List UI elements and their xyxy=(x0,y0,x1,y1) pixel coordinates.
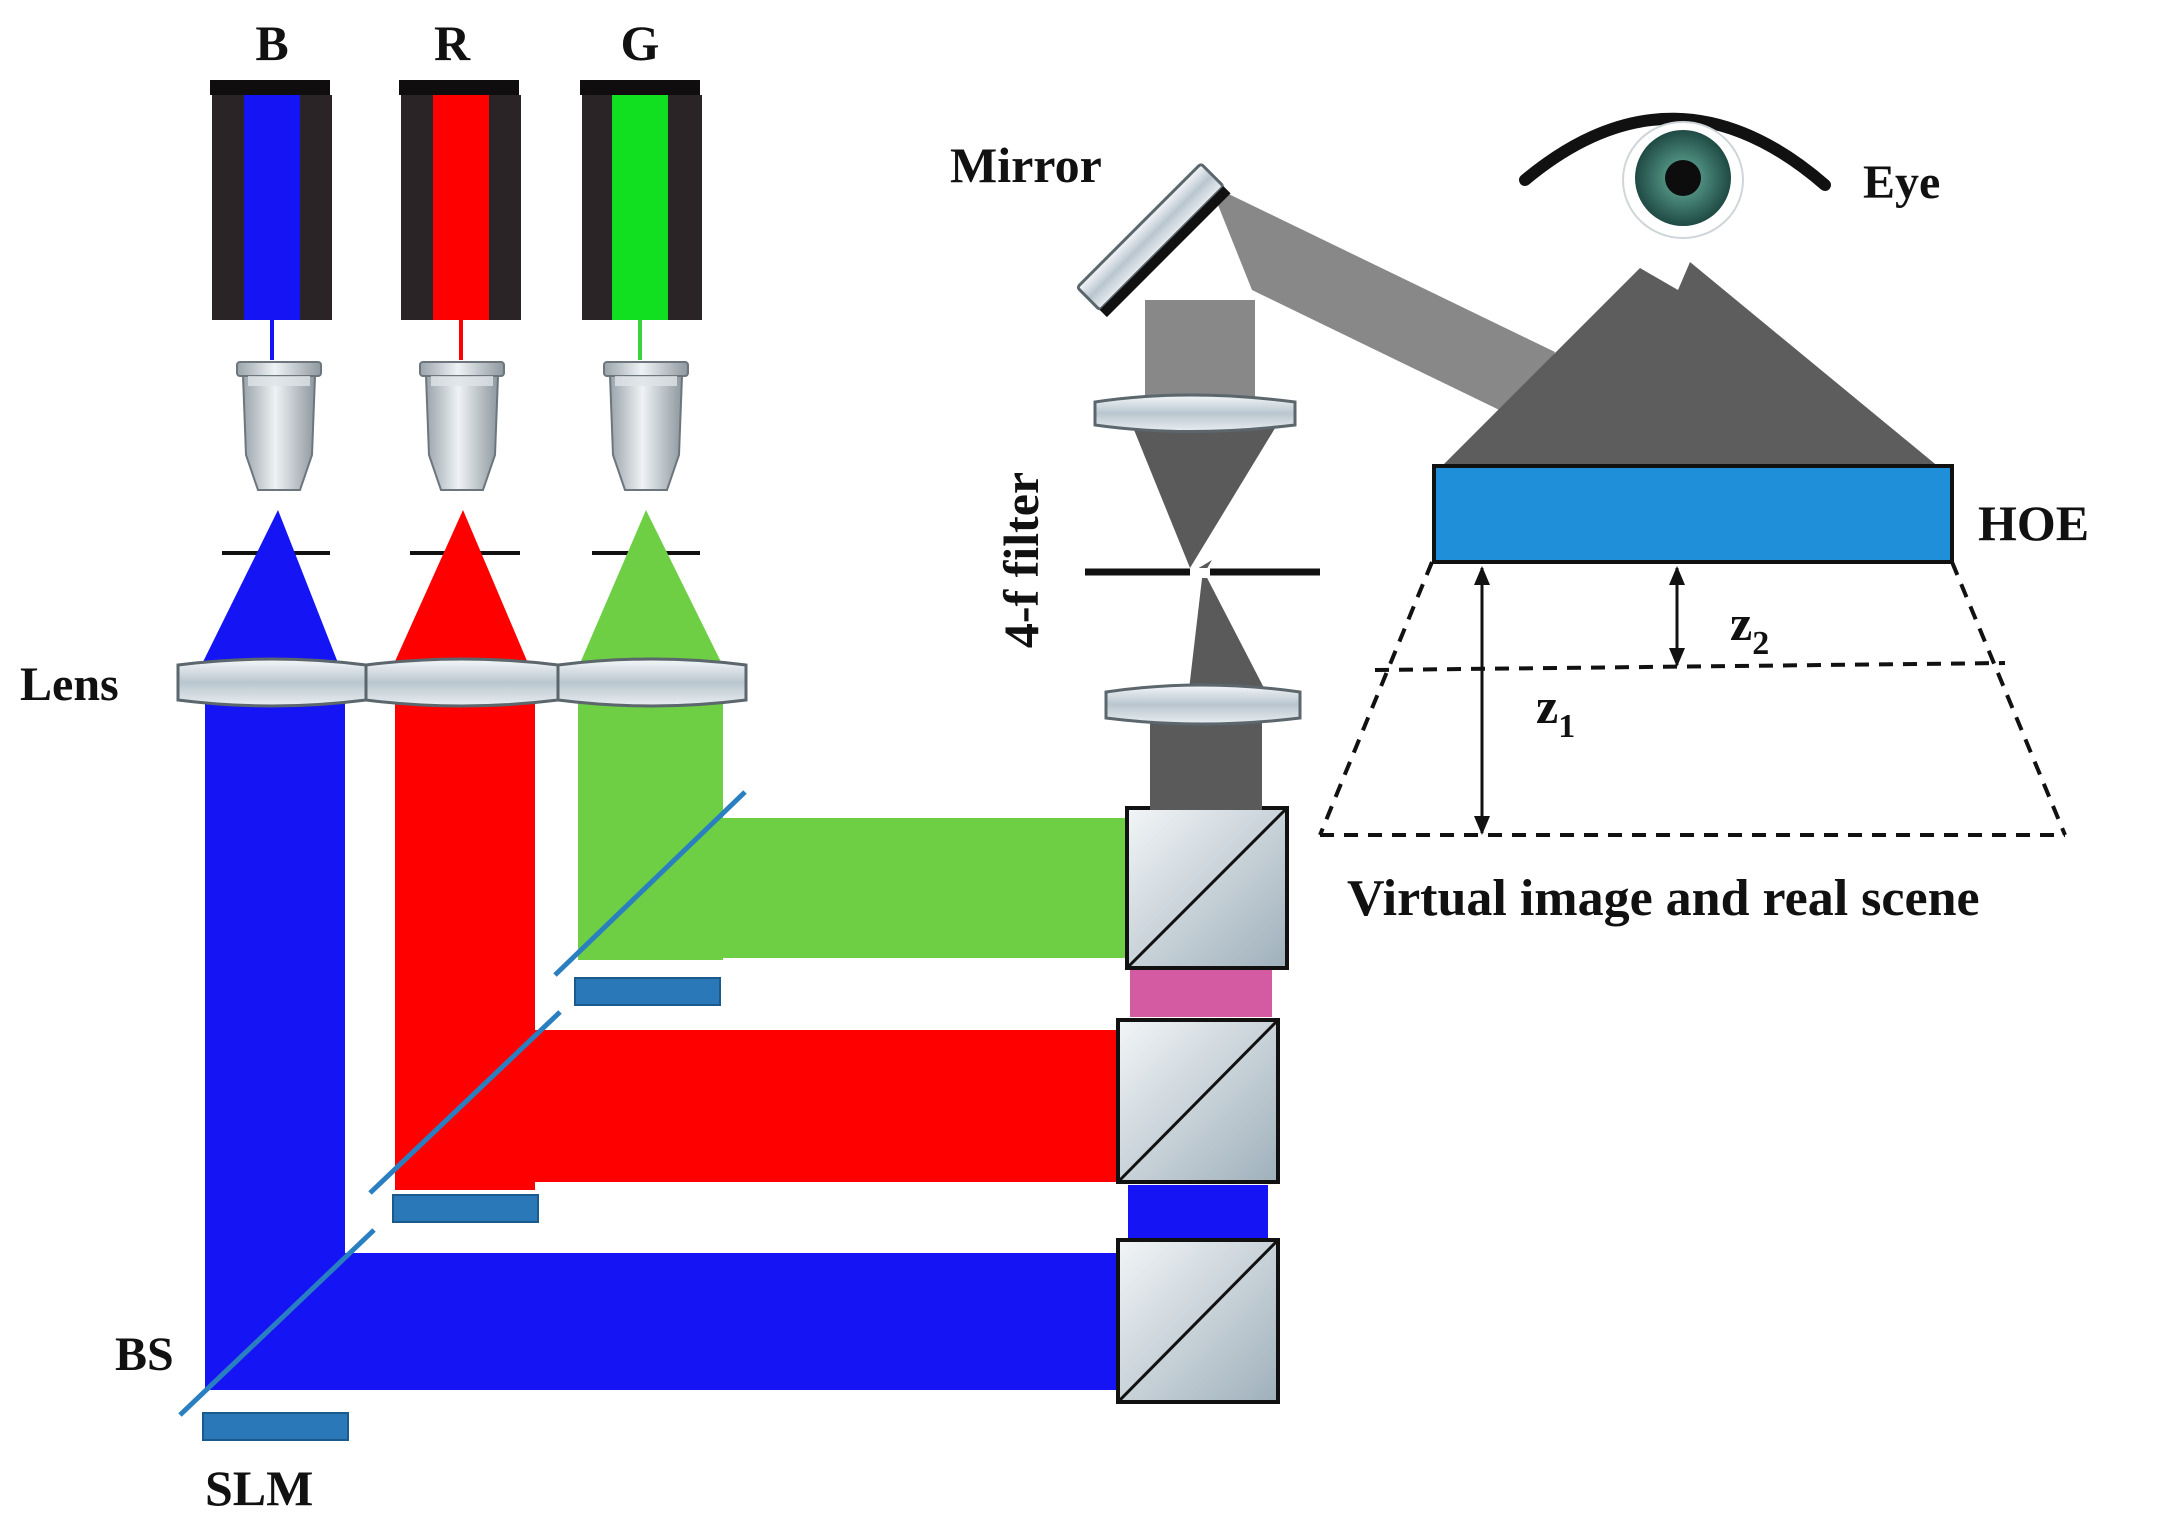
label-laser-g: G xyxy=(621,15,660,71)
slm-red xyxy=(392,1194,539,1223)
cube-blue xyxy=(1116,1238,1280,1404)
label-z2: z2 xyxy=(1730,595,1769,662)
slm-green xyxy=(574,977,721,1006)
label-laser-r: R xyxy=(434,15,471,71)
laser-green xyxy=(580,80,702,360)
label-slm: SLM xyxy=(205,1460,313,1516)
objective-blue xyxy=(236,361,322,491)
red-cone xyxy=(392,510,530,668)
cube-red xyxy=(1116,1018,1280,1184)
red-beam xyxy=(395,700,1125,1190)
hoe-plate xyxy=(1432,464,1954,564)
label-lens: Lens xyxy=(20,658,119,711)
label-filter: 4-f filter xyxy=(993,472,1049,648)
label-bs: BS xyxy=(115,1328,174,1381)
laser-red xyxy=(399,80,521,360)
green-cone xyxy=(578,510,724,668)
green-beam xyxy=(578,700,1128,960)
eye-brow-arc xyxy=(1519,112,1831,191)
filter-lens-bottom xyxy=(1104,683,1302,726)
lens-row xyxy=(176,657,748,708)
objective-green xyxy=(603,361,689,491)
label-laser-b: B xyxy=(255,15,288,71)
label-hoe: HOE xyxy=(1978,495,2089,551)
objective-red xyxy=(419,361,505,491)
virtual-image-region xyxy=(1318,561,2067,837)
mirror xyxy=(1076,163,1555,420)
label-mirror: Mirror xyxy=(950,137,1102,193)
blue-beam xyxy=(205,700,1268,1390)
slm-blue xyxy=(202,1412,349,1441)
laser-blue xyxy=(210,80,332,360)
beam-splitters xyxy=(178,790,747,1417)
blue-cone xyxy=(200,510,340,668)
label-eye: Eye xyxy=(1863,156,1940,209)
four-f-path xyxy=(1085,300,1320,810)
label-z1: z1 xyxy=(1536,678,1575,745)
filter-lens-top xyxy=(1093,393,1297,433)
eye-pupil xyxy=(1665,160,1701,196)
eye xyxy=(1519,112,1831,239)
cube-green xyxy=(1125,806,1289,970)
label-scene: Virtual image and real scene xyxy=(1347,870,1980,927)
hoe xyxy=(1432,262,1954,564)
